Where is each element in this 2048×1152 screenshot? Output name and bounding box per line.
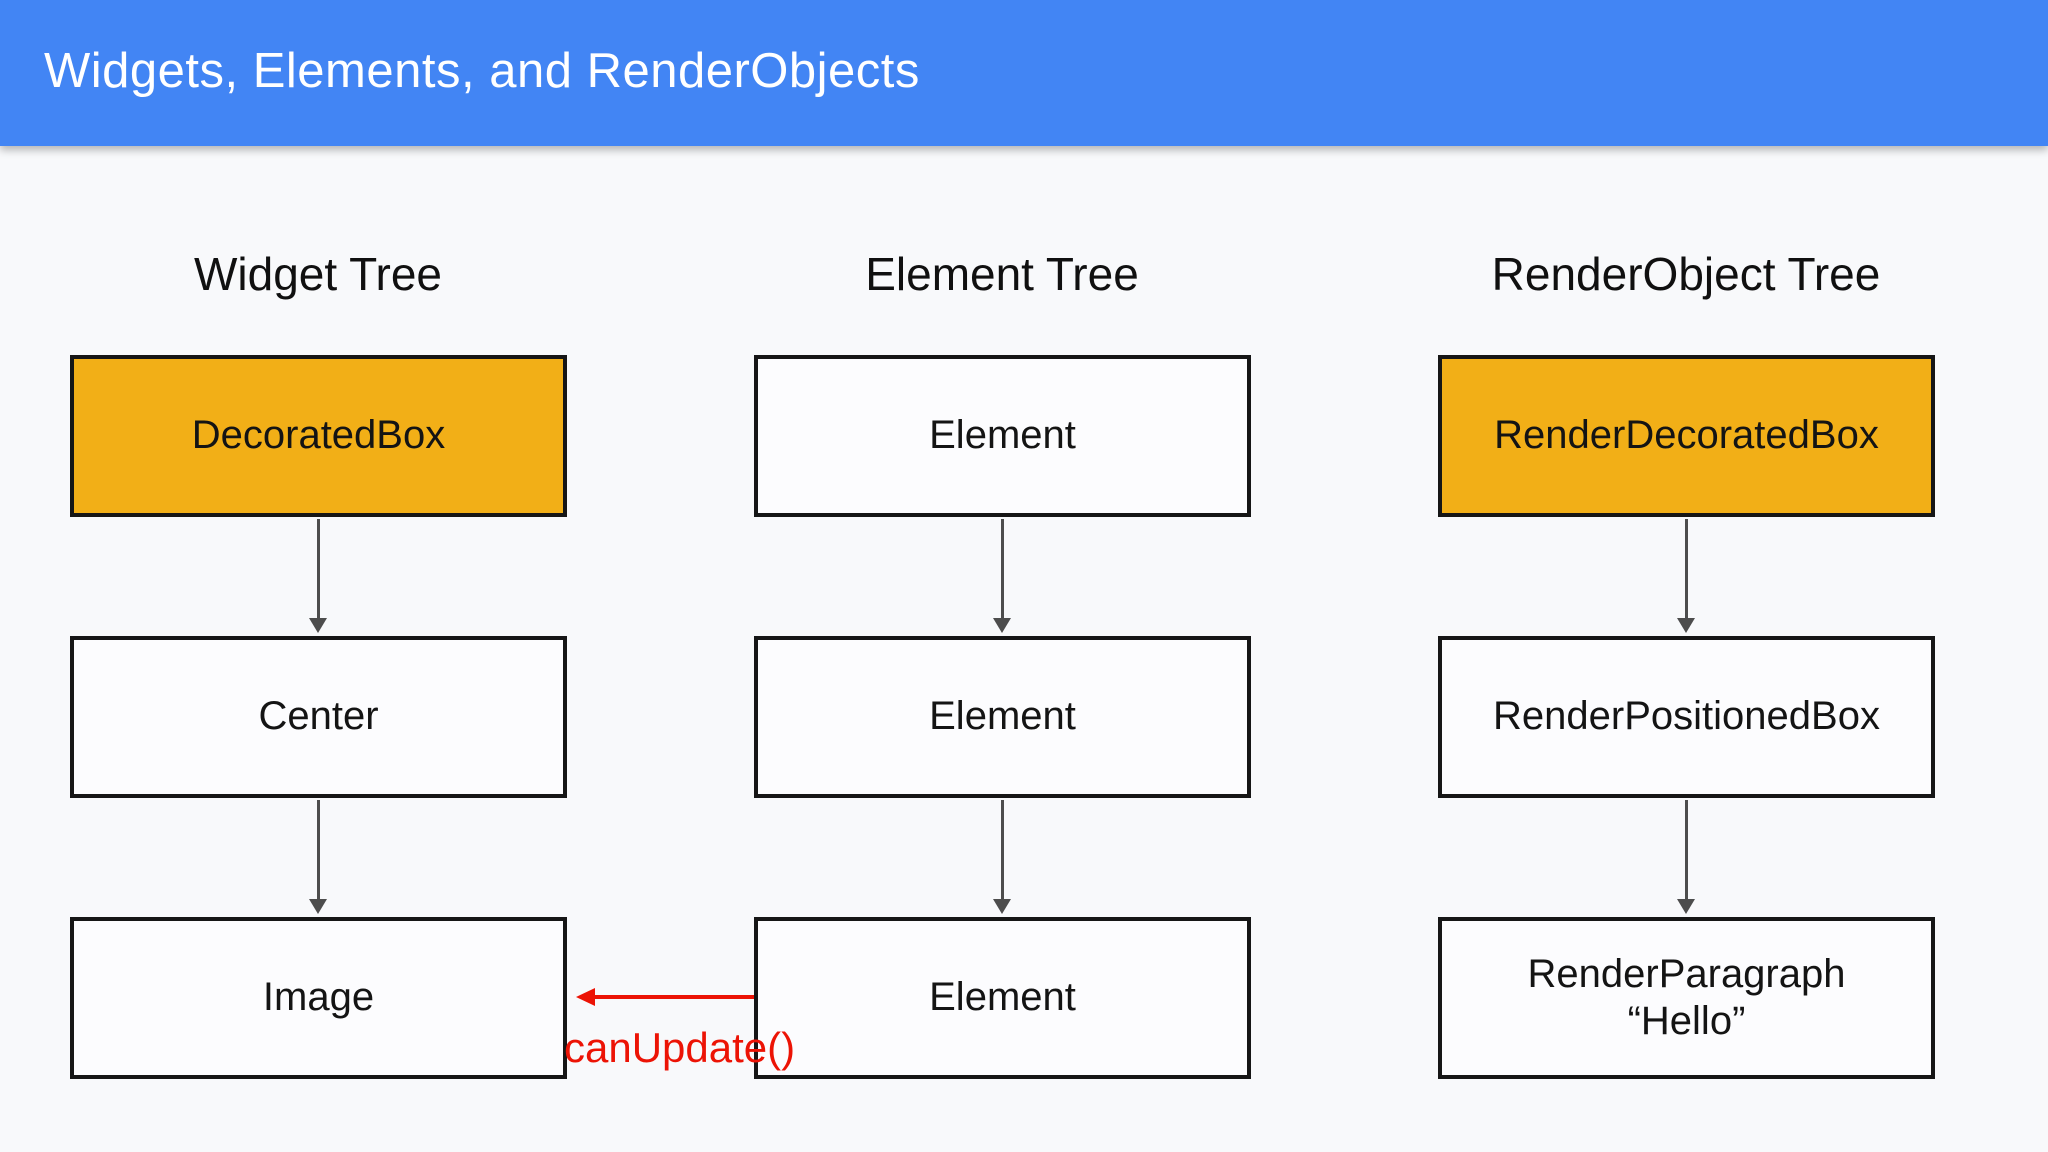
node-decoratedbox: DecoratedBox [70,355,567,517]
node-label: Element [929,975,1076,1020]
down-arrow-icon [992,800,1012,914]
node-renderpositionedbox: RenderPositionedBox [1438,636,1935,798]
column-title-renderobject-tree: RenderObject Tree [1491,248,1881,300]
node-renderparagraph: RenderParagraph “Hello” [1438,917,1935,1079]
node-center: Center [70,636,567,798]
node-image: Image [70,917,567,1079]
column-title-element-tree: Element Tree [865,248,1139,300]
left-arrow-icon [576,988,754,1006]
down-arrow-icon [308,800,328,914]
column-title-widget-tree: Widget Tree [194,248,442,300]
down-arrow-icon [1676,800,1696,914]
node-element-2: Element [754,636,1251,798]
node-label: RenderDecoratedBox [1494,413,1879,458]
node-label: RenderPositionedBox [1493,694,1880,739]
node-label: Element [929,694,1076,739]
node-sublabel: “Hello” [1627,999,1746,1043]
node-element-1: Element [754,355,1251,517]
down-arrow-icon [992,519,1012,633]
down-arrow-icon [308,519,328,633]
node-renderdecoratedbox: RenderDecoratedBox [1438,355,1935,517]
node-label: Center [258,694,379,739]
node-element-3: Element [754,917,1251,1079]
header-bar: Widgets, Elements, and RenderObjects [0,0,2048,146]
slide-title: Widgets, Elements, and RenderObjects [44,44,920,98]
node-label: Image [262,975,375,1020]
node-label: RenderParagraph [1527,951,1846,996]
node-label: Element [929,413,1076,458]
down-arrow-icon [1676,519,1696,633]
node-label: DecoratedBox [191,413,446,458]
canupdate-annotation: canUpdate() [564,1024,796,1071]
